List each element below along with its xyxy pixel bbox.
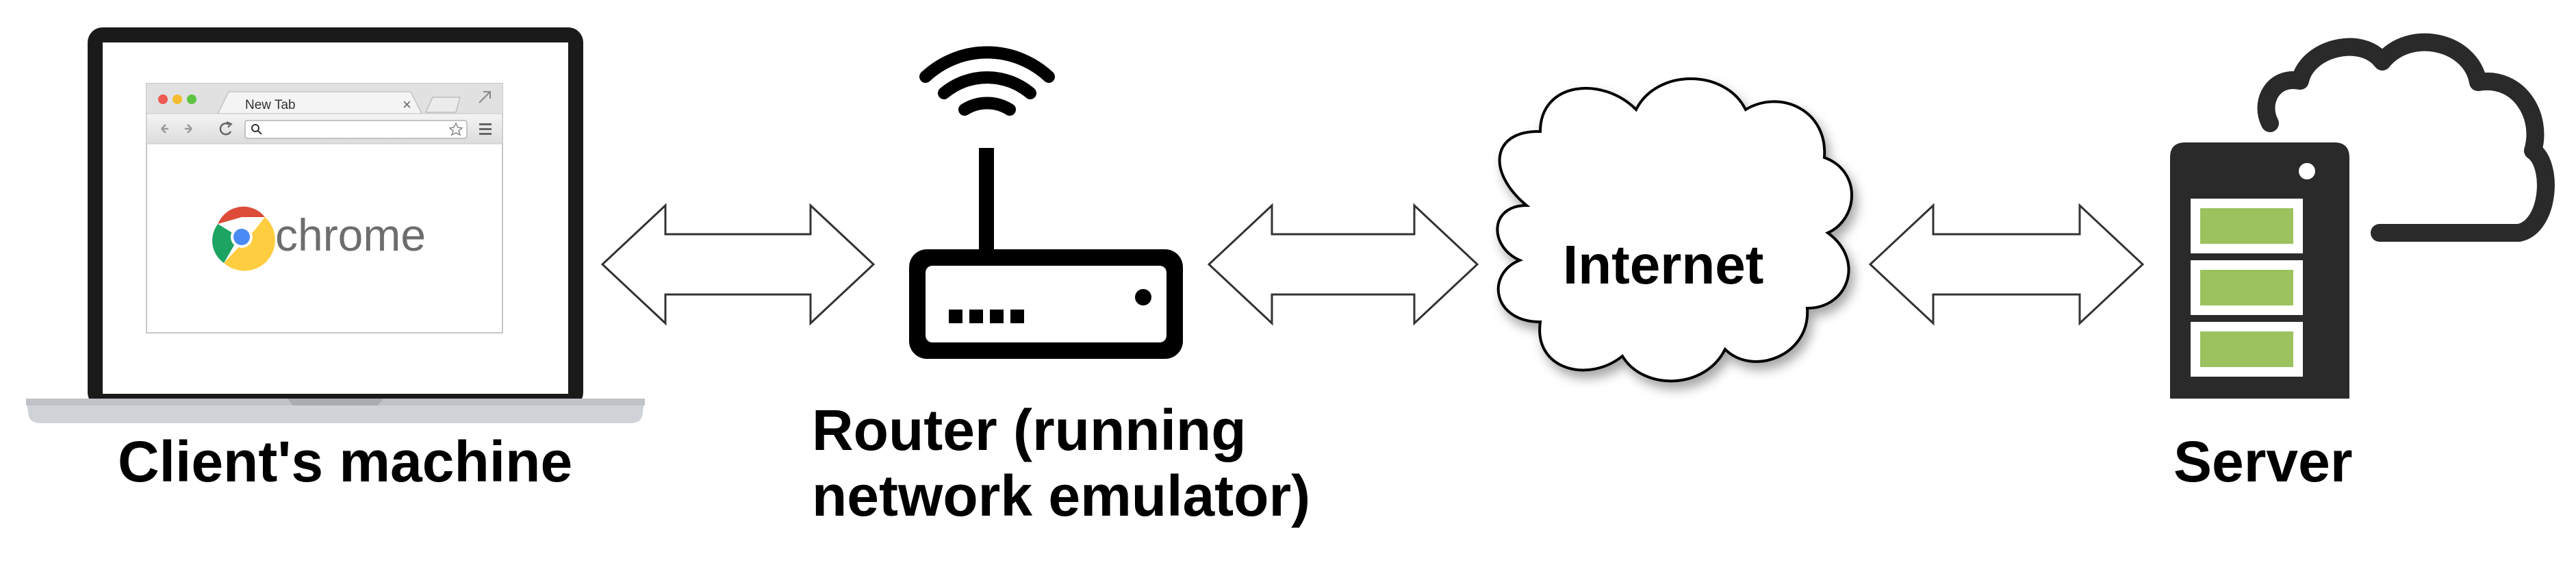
router-internet-arrow [1207,203,1479,326]
cloud-outline-icon [2257,33,2555,242]
router-caption-line2: network emulator) [812,464,1311,528]
server-caption: Server [2173,429,2353,494]
client-router-arrow [600,203,876,326]
router-caption-line1: Router (running [812,398,1247,462]
server-icon [2170,142,2349,399]
tab-title: New Tab [245,98,296,112]
browser-window: New Tab × chrome [146,83,503,334]
back-arrow-icon[interactable] [161,124,168,134]
reload-icon[interactable] [219,121,233,136]
wifi-signal-icon [919,46,1055,116]
new-tab-button[interactable] [424,97,461,113]
router-icon [909,46,1183,359]
fullscreen-icon[interactable] [479,91,491,103]
forward-arrow-icon[interactable] [185,124,192,134]
chrome-wordmark: chrome [275,210,426,260]
minimize-dot-icon[interactable] [173,95,182,104]
menu-icon[interactable] [479,123,492,135]
chrome-logo-icon [212,206,275,271]
address-bar[interactable] [244,120,468,139]
internet-label: Internet [1563,234,1763,295]
bookmark-star-icon[interactable] [448,122,463,136]
internet-cloud-icon: Internet [1496,77,1853,383]
tab-close-icon[interactable]: × [403,96,411,113]
search-icon [251,124,262,135]
maximize-dot-icon[interactable] [187,95,196,104]
internet-server-arrow [1868,203,2145,326]
router-caption: Router (running network emulator) [812,397,1310,529]
close-dot-icon[interactable] [158,95,168,104]
connection-arrows [600,203,2145,326]
client-machine-caption: Client's machine [118,429,573,494]
